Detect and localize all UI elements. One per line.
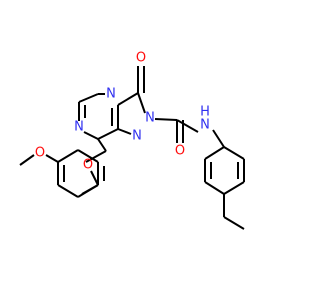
bond xyxy=(176,119,199,133)
atom-n-triazole-2: N xyxy=(145,111,155,126)
bond xyxy=(154,118,178,121)
bond xyxy=(204,146,225,160)
atom-labels: N N N N O O O O N H xyxy=(35,51,210,173)
bond xyxy=(223,146,245,160)
atom-n-triazole-1: N xyxy=(132,129,142,144)
bond xyxy=(85,150,107,163)
bond xyxy=(97,138,107,152)
atom-n-ring-top: N xyxy=(106,87,116,102)
bond xyxy=(117,128,132,135)
bond xyxy=(223,216,245,230)
bond xyxy=(81,184,99,195)
atom-o-methoxy: O xyxy=(35,146,45,161)
bond xyxy=(117,92,139,106)
atom-o-amide: O xyxy=(175,144,185,159)
atom-n-amide: N xyxy=(200,118,210,133)
atom-o-ether: O xyxy=(83,158,93,173)
bond xyxy=(137,92,146,114)
bond xyxy=(57,149,79,163)
bond xyxy=(19,154,35,166)
bond xyxy=(57,184,79,198)
atom-h-amide: H xyxy=(200,105,210,120)
bond xyxy=(78,93,99,103)
bond xyxy=(83,131,99,140)
bond xyxy=(204,181,225,195)
bond xyxy=(77,149,99,163)
bond xyxy=(90,170,99,186)
bond xyxy=(212,129,225,148)
bond xyxy=(223,181,245,195)
bonds xyxy=(19,66,245,230)
atom-n-ring-left: N xyxy=(74,120,84,135)
molecule-structure: N N N N O O O O N H xyxy=(19,51,245,230)
atom-o-carbonyl-ring: O xyxy=(136,51,146,66)
bond xyxy=(97,128,119,140)
bond xyxy=(45,154,59,163)
